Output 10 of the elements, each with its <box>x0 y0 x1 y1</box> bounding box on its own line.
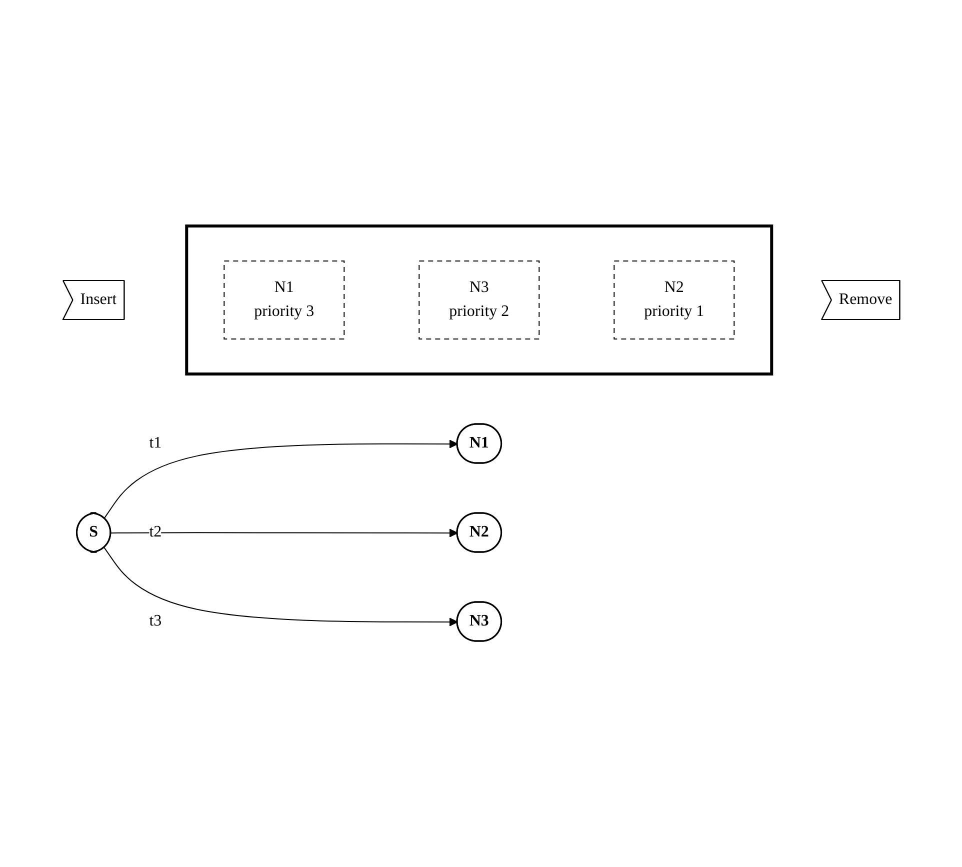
arrow <box>103 440 458 519</box>
edge-label: t3 <box>148 612 162 630</box>
node-box <box>418 260 540 340</box>
edge-label: t1 <box>148 434 162 452</box>
node-box <box>223 260 344 340</box>
node-box <box>613 260 734 340</box>
arrow <box>103 547 458 626</box>
cluster <box>184 224 773 376</box>
edge-label: t2 <box>148 524 162 540</box>
arrow <box>110 528 458 538</box>
